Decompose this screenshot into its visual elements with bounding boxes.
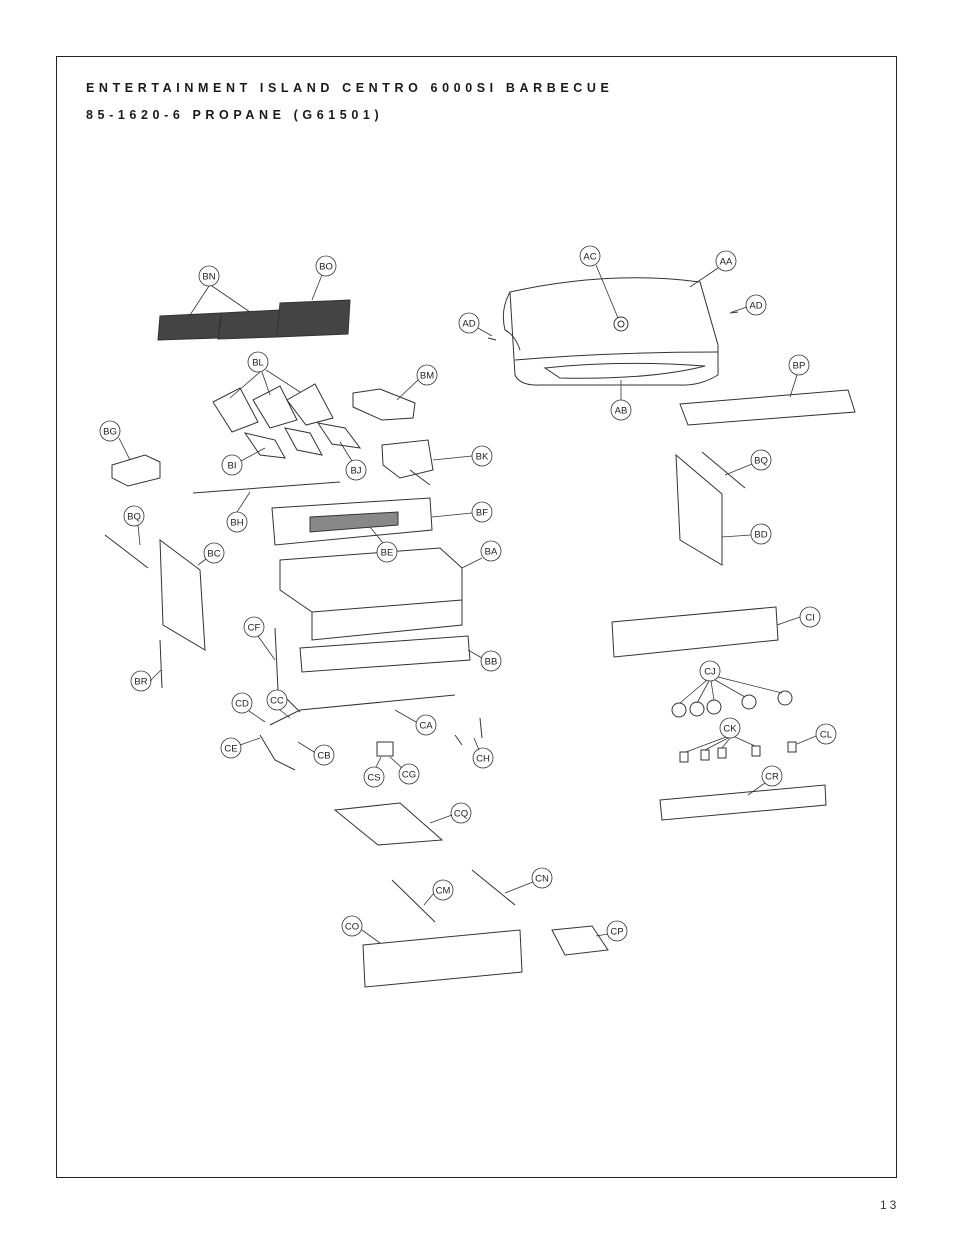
callout-bf: BF [471, 501, 493, 523]
svg-text:BG: BG [103, 427, 117, 438]
svg-text:CJ: CJ [704, 667, 716, 678]
callout-cs: CS [363, 766, 385, 788]
model-number: 85-1620-6 PROPANE (G61501) [86, 108, 384, 122]
callout-ch: CH [472, 747, 494, 769]
callout-bq-right: BQ [750, 449, 772, 471]
svg-text:BK: BK [476, 452, 489, 463]
callout-cc: CC [266, 689, 288, 711]
callout-bk: BK [471, 445, 493, 467]
svg-text:AA: AA [720, 257, 733, 268]
callout-ci: CI [799, 606, 821, 628]
callout-cj: CJ [699, 660, 721, 682]
callout-bo: BO [315, 255, 337, 277]
svg-text:CG: CG [402, 770, 416, 781]
callout-ac: AC [579, 245, 601, 267]
callout-bc: BC [203, 542, 225, 564]
svg-text:CE: CE [224, 744, 237, 755]
svg-text:BN: BN [202, 272, 215, 283]
page-frame [56, 56, 897, 1178]
svg-text:BE: BE [381, 548, 394, 559]
svg-text:BF: BF [476, 508, 488, 519]
callout-bn: BN [198, 265, 220, 287]
callout-cp: CP [606, 920, 628, 942]
callout-bg: BG [99, 420, 121, 442]
callout-cd: CD [231, 692, 253, 714]
svg-text:CS: CS [367, 773, 380, 784]
svg-text:CH: CH [476, 754, 490, 765]
svg-text:BD: BD [754, 530, 767, 541]
svg-text:BL: BL [252, 358, 264, 369]
callout-ab: AB [610, 399, 632, 421]
callout-bl: BL [247, 351, 269, 373]
svg-text:BQ: BQ [127, 512, 141, 523]
svg-text:CB: CB [317, 751, 330, 762]
callout-bi: BI [221, 454, 243, 476]
callout-ce: CE [220, 737, 242, 759]
svg-text:CQ: CQ [454, 809, 468, 820]
svg-text:BI: BI [228, 461, 237, 472]
callout-cg: CG [398, 763, 420, 785]
svg-text:CI: CI [805, 613, 815, 624]
callout-cb: CB [313, 744, 335, 766]
svg-text:CO: CO [345, 922, 359, 933]
svg-text:CK: CK [723, 724, 737, 735]
callout-cm: CM [432, 879, 454, 901]
svg-text:CC: CC [270, 696, 284, 707]
callout-ck: CK [719, 717, 741, 739]
part-cooking-grids [157, 299, 351, 341]
diagram-title: ENTERTAINMENT ISLAND CENTRO 6000SI BARBE… [86, 81, 614, 95]
svg-text:CD: CD [235, 699, 249, 710]
callout-ba: BA [480, 540, 502, 562]
callout-co: CO [341, 915, 363, 937]
callout-cr: CR [761, 765, 783, 787]
svg-text:CA: CA [419, 721, 433, 732]
svg-text:BB: BB [485, 657, 498, 668]
svg-text:CM: CM [436, 886, 451, 897]
svg-text:BC: BC [207, 549, 220, 560]
svg-text:AC: AC [583, 252, 596, 263]
callout-bj: BJ [345, 459, 367, 481]
svg-text:BR: BR [134, 677, 147, 688]
svg-text:BM: BM [420, 371, 434, 382]
callout-br: BR [130, 670, 152, 692]
svg-text:BQ: BQ [754, 456, 768, 467]
svg-text:BO: BO [319, 262, 333, 273]
callout-bb: BB [480, 650, 502, 672]
callout-cf: CF [243, 616, 265, 638]
callout-ca: CA [415, 714, 437, 736]
part-lid [502, 277, 719, 386]
svg-text:AD: AD [462, 319, 475, 330]
svg-text:AB: AB [615, 406, 628, 417]
svg-text:AD: AD [749, 301, 762, 312]
callout-cn: CN [531, 867, 553, 889]
svg-text:CP: CP [610, 927, 623, 938]
callout-ad-left: AD [458, 312, 480, 334]
callout-bd: BD [750, 523, 772, 545]
svg-text:CF: CF [248, 623, 261, 634]
page-number: 13 [880, 1198, 900, 1212]
callout-bq-left: BQ [123, 505, 145, 527]
callout-ad-right: AD [745, 294, 767, 316]
svg-text:CN: CN [535, 874, 549, 885]
callout-aa: AA [715, 250, 737, 272]
svg-text:CR: CR [765, 772, 779, 783]
callout-be: BE [376, 541, 398, 563]
svg-text:BP: BP [793, 361, 806, 372]
callout-bm: BM [416, 364, 438, 386]
callout-bp: BP [788, 354, 810, 376]
callout-cl: CL [815, 723, 837, 745]
svg-text:BH: BH [230, 518, 243, 529]
svg-text:BA: BA [485, 547, 498, 558]
callout-bh: BH [226, 511, 248, 533]
svg-text:CL: CL [820, 730, 832, 741]
callout-cq: CQ [450, 802, 472, 824]
svg-text:BJ: BJ [350, 466, 361, 477]
